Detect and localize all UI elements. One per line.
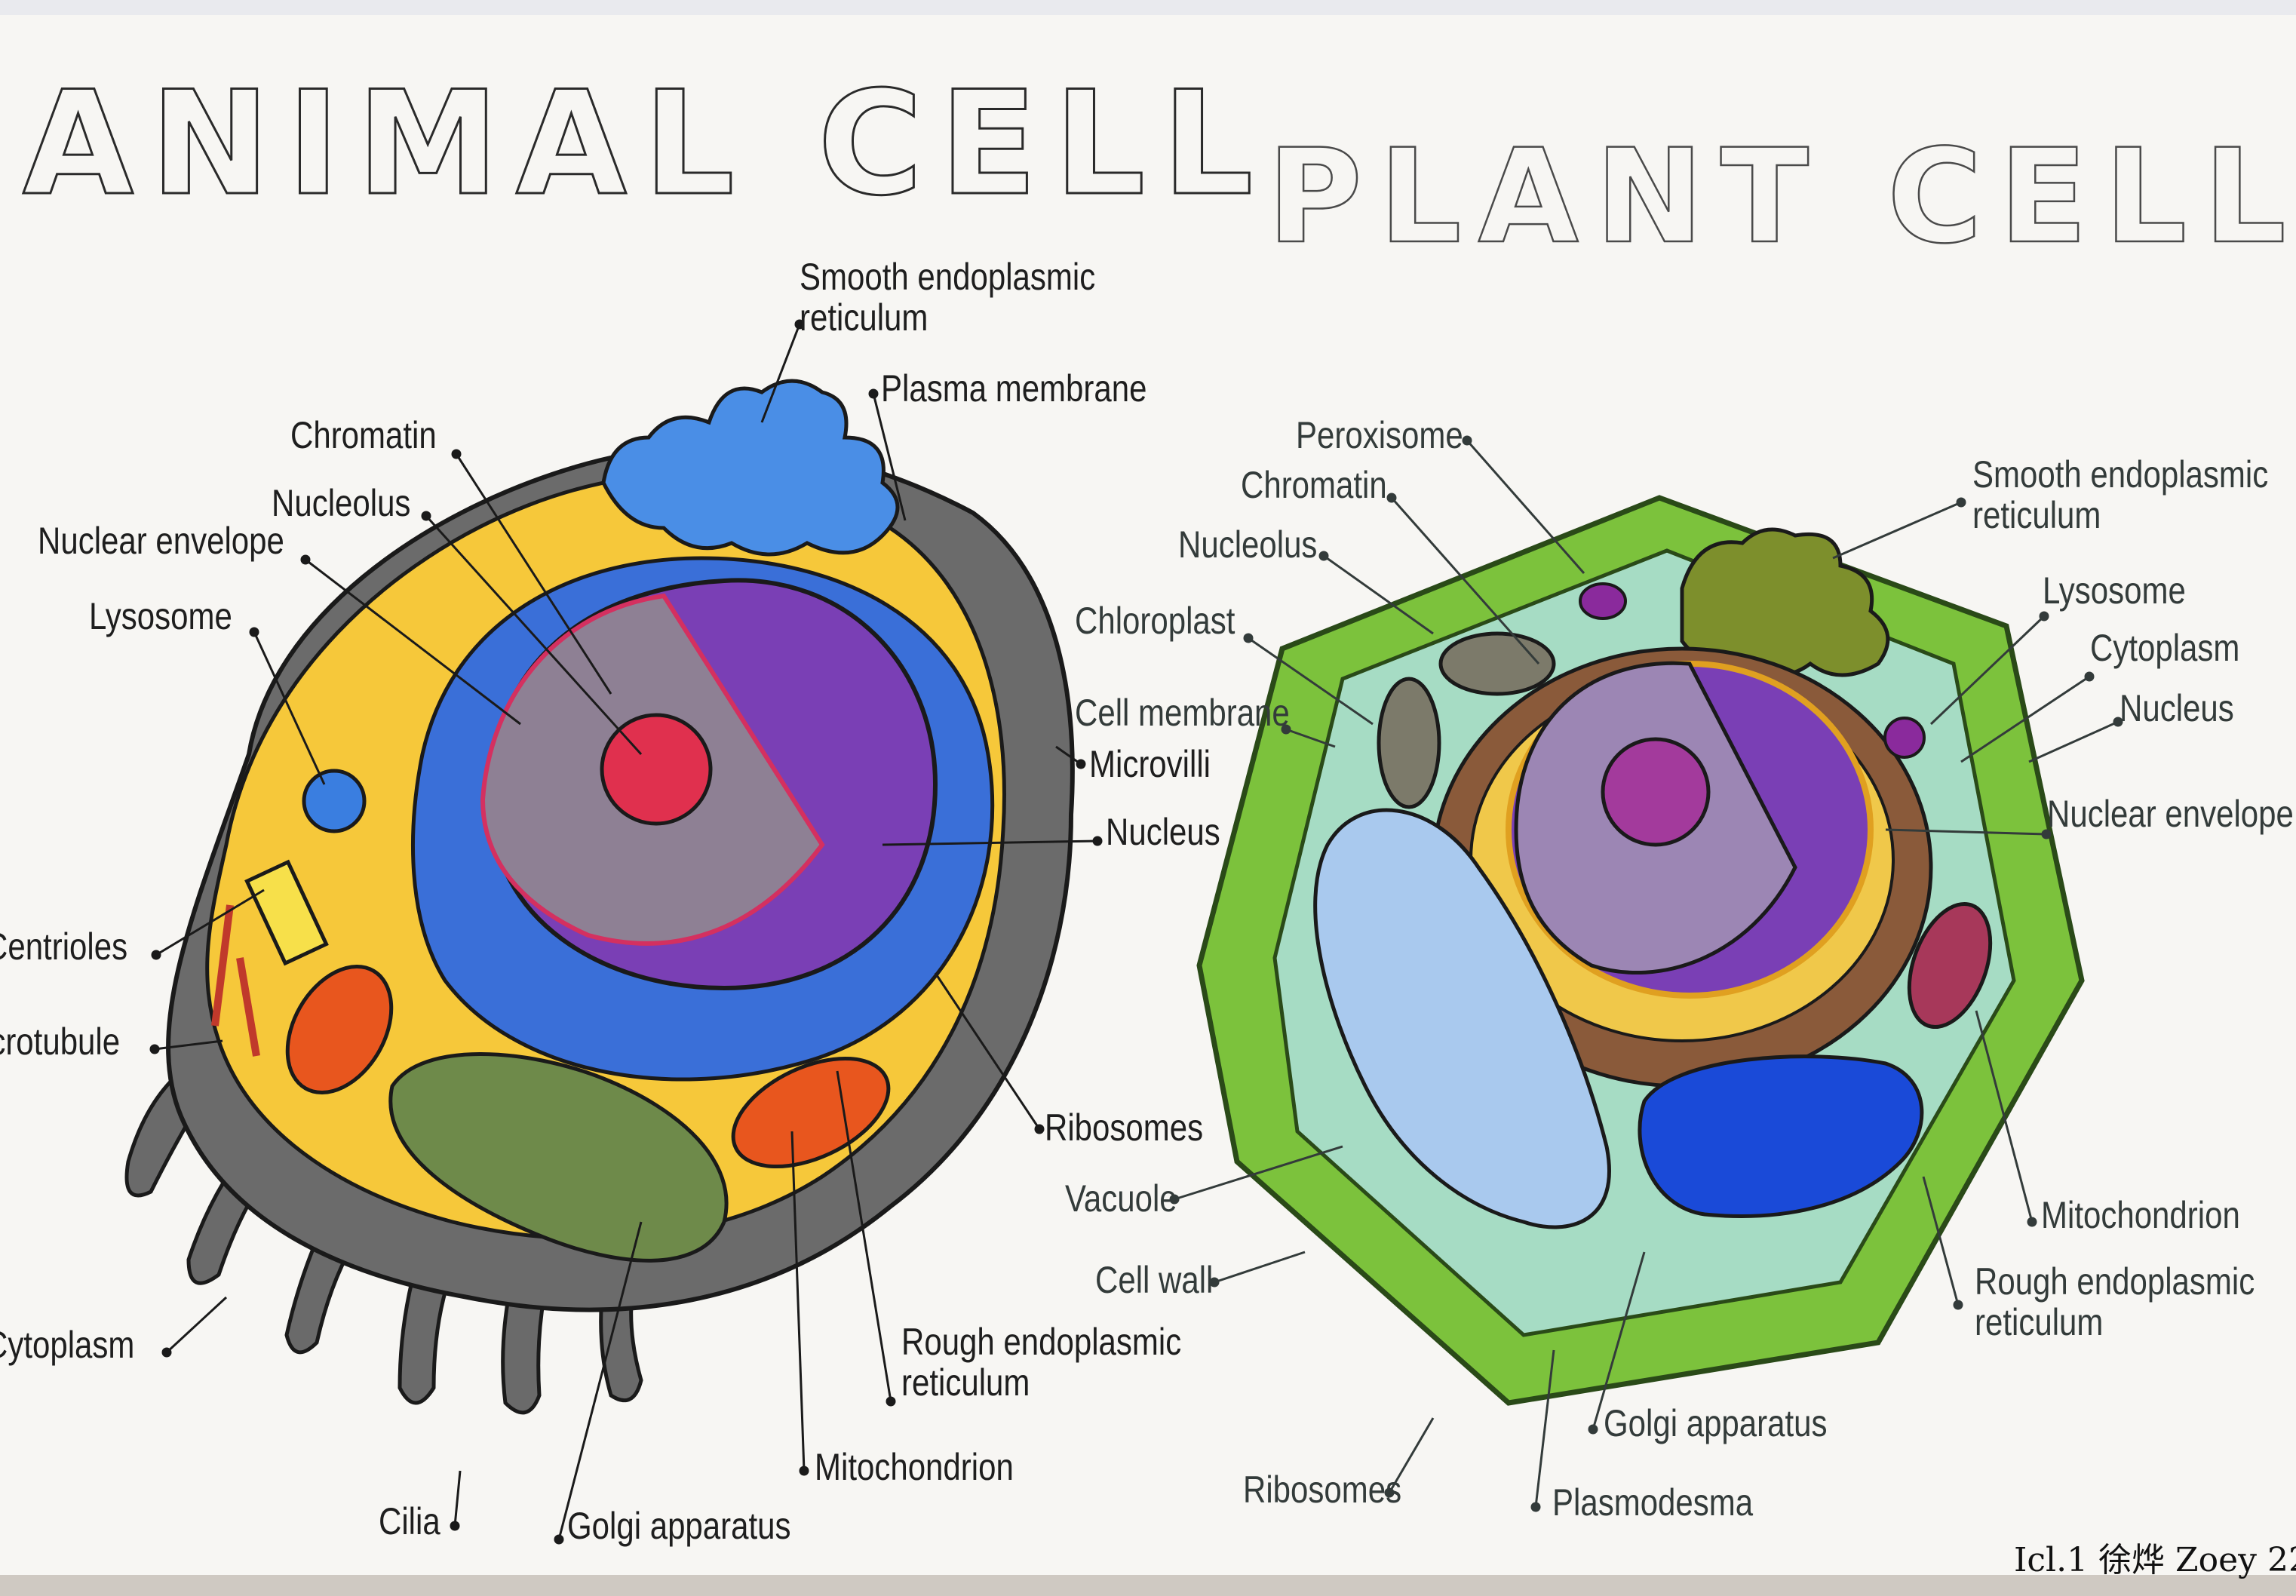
plant-label-vacuole: Vacuole — [1065, 1177, 1177, 1220]
animal-golgi-shape — [388, 1052, 729, 1263]
plant-lysosome-shape — [1883, 717, 1926, 759]
plant-label-lysosome: Lysosome — [2043, 569, 2186, 612]
plant-label-chromatin: Chromatin — [1241, 464, 1387, 506]
animal-label-golgi-apparatus: Golgi apparatus — [567, 1505, 791, 1547]
animal-label-cytoplasm: Cytoplasm — [0, 1324, 135, 1366]
animal-label-cilia: Cilia — [379, 1500, 440, 1542]
plant-label-cell-membrane: Cell membrane — [1075, 692, 1290, 734]
plant-label-cytoplasm: Cytoplasm — [2090, 627, 2240, 669]
animal-mitochondrion-shape-2 — [731, 1056, 891, 1169]
plant-vacuole-shape — [1313, 808, 1611, 1229]
plant-label-smooth-er: Smooth endoplasmic reticulum — [1972, 453, 2269, 536]
plant-label-cell-wall: Cell wall — [1095, 1259, 1214, 1301]
plant-chloroplast-shape-2 — [1438, 631, 1556, 696]
animal-label-nuclear-envelope: Nuclear envelope — [38, 520, 284, 562]
plant-peroxisome-shape — [1579, 582, 1627, 620]
plant-cell-illustration — [1196, 495, 2085, 1406]
animal-label-nucleolus: Nucleolus — [272, 482, 411, 524]
plant-label-plasmodesma: Plasmodesma — [1552, 1481, 1754, 1524]
animal-label-microtubule: Microtubule — [0, 1021, 121, 1063]
animal-label-nucleus: Nucleus — [1106, 811, 1220, 853]
animal-microtubule-shape — [211, 904, 260, 1057]
animal-label-rough-er: Rough endoplasmic reticulum — [901, 1321, 1182, 1404]
animal-label-ribosomes: Ribosomes — [1045, 1106, 1204, 1149]
animal-label-centrioles: Centrioles — [0, 925, 128, 968]
animal-centriole-shape — [244, 859, 329, 966]
animal-smooth-er-shape — [601, 379, 900, 557]
animal-cell-illustration — [124, 379, 1075, 1415]
plant-label-nucleus: Nucleus — [2120, 687, 2234, 729]
plant-label-chloroplast: Chloroplast — [1075, 600, 1235, 642]
plant-chloroplast-shape-1 — [1377, 677, 1441, 809]
plant-nucleolus-shape — [1601, 737, 1711, 847]
plant-label-nucleolus: Nucleolus — [1178, 523, 1318, 566]
plant-golgi-shape — [1638, 1054, 1924, 1218]
animal-nucleolus-shape — [600, 713, 713, 826]
plant-mitochondrion-shape — [1907, 901, 1993, 1030]
background-top-strip — [0, 0, 2296, 15]
animal-cell-title: ANIMAL CELL — [21, 60, 1270, 229]
plant-label-ribosomes: Ribosomes — [1243, 1469, 1402, 1511]
plant-cell-title: PLANT CELL — [1266, 120, 2296, 274]
animal-label-chromatin: Chromatin — [290, 414, 437, 456]
background-bottom-strip — [0, 1575, 2296, 1596]
plant-label-mitochondrion: Mitochondrion — [2041, 1194, 2240, 1236]
plant-label-rough-er: Rough endoplasmic reticulum — [1975, 1260, 2255, 1343]
plant-label-golgi-apparatus: Golgi apparatus — [1604, 1402, 1828, 1444]
animal-label-microvilli: Microvilli — [1089, 743, 1211, 785]
animal-label-lysosome: Lysosome — [89, 595, 232, 637]
animal-label-smooth-er: Smooth endoplasmic reticulum — [800, 256, 1096, 339]
plant-leader-lines — [1169, 435, 2123, 1512]
plant-label-nuclear-envelope: Nuclear envelope — [2047, 793, 2294, 835]
student-signature: Icl.1 徐烨 Zoey 22 — [2014, 1541, 2296, 1579]
animal-label-plasma-membrane: Plasma membrane — [881, 367, 1147, 410]
animal-lysosome-shape — [302, 769, 367, 833]
plant-label-peroxisome: Peroxisome — [1296, 414, 1463, 456]
animal-label-mitochondrion: Mitochondrion — [815, 1446, 1014, 1488]
animal-mitochondrion-shape-1 — [285, 964, 394, 1095]
animal-leader-lines — [149, 319, 1103, 1545]
